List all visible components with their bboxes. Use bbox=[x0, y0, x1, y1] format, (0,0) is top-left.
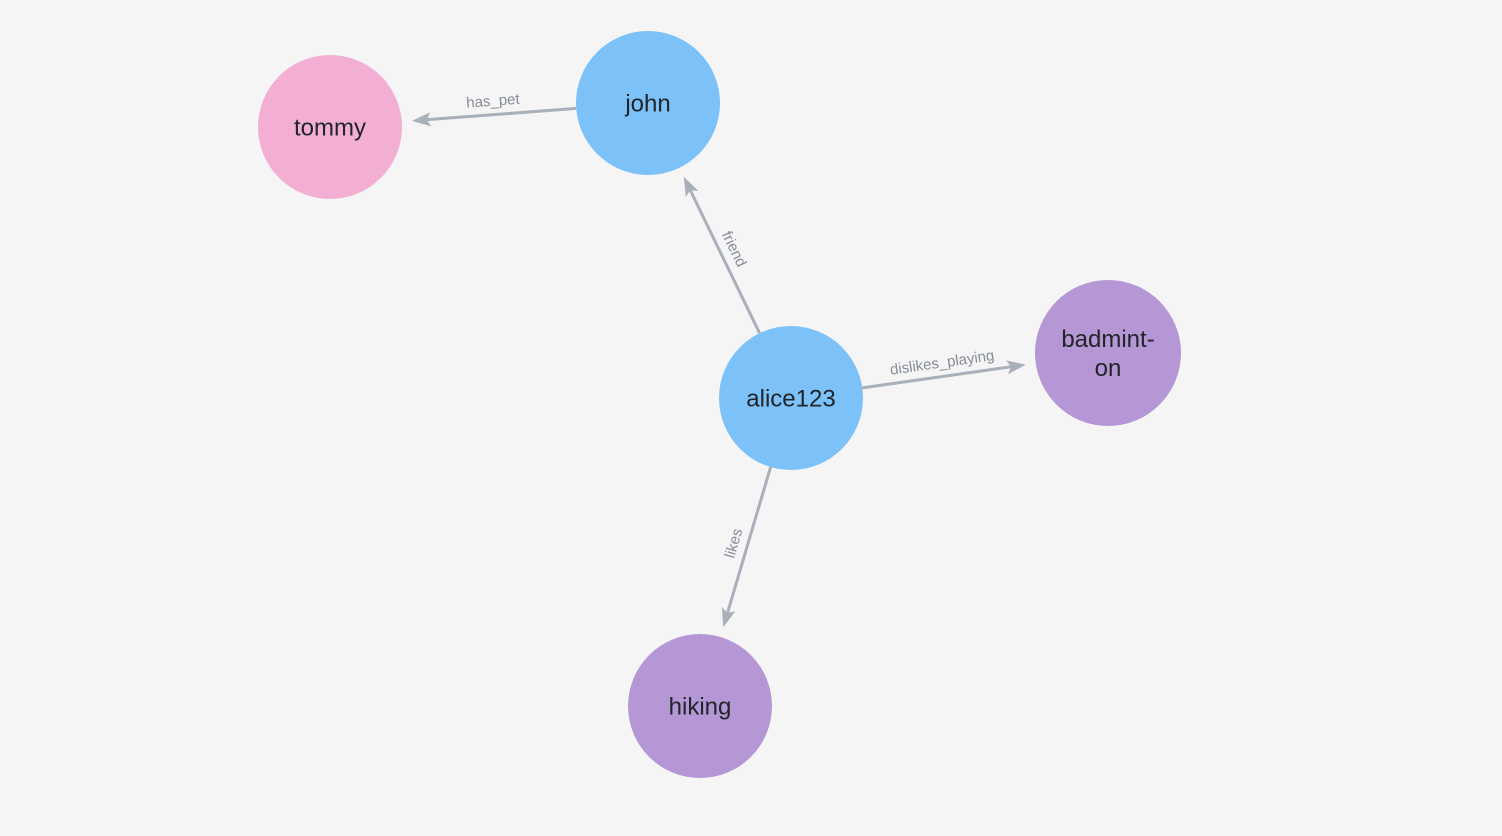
node-circle-hiking[interactable] bbox=[628, 634, 772, 778]
node-hiking[interactable]: hiking bbox=[628, 634, 772, 778]
node-circle-john[interactable] bbox=[576, 31, 720, 175]
edge-arrowhead-icon bbox=[411, 112, 432, 127]
edge-line[interactable] bbox=[425, 106, 577, 122]
node-john[interactable]: john bbox=[576, 31, 720, 175]
node-circle-alice123[interactable] bbox=[719, 326, 863, 470]
node-badminton[interactable]: badmint-on bbox=[1035, 280, 1181, 426]
node-circle-badminton[interactable] bbox=[1035, 280, 1181, 426]
node-alice123[interactable]: alice123 bbox=[719, 326, 863, 470]
edge-likes[interactable]: likes bbox=[717, 466, 773, 629]
edge-line[interactable] bbox=[725, 466, 773, 615]
edge-label: likes bbox=[722, 527, 747, 561]
edge-friend[interactable]: friend bbox=[677, 174, 761, 334]
node-tommy[interactable]: tommy bbox=[258, 55, 402, 199]
edge-arrowhead-icon bbox=[1006, 360, 1026, 375]
edge-label: dislikes_playing bbox=[889, 347, 995, 379]
node-label-tommy: tommy bbox=[294, 114, 366, 141]
node-label-hiking: hiking bbox=[669, 693, 732, 720]
node-label-badminton: badmint-on bbox=[1061, 326, 1154, 382]
edge-line[interactable] bbox=[688, 188, 761, 334]
edge-label: has_pet bbox=[466, 91, 521, 112]
edge-arrowhead-icon bbox=[683, 176, 699, 197]
edge-line[interactable] bbox=[862, 365, 1013, 390]
node-label-john: john bbox=[624, 90, 670, 117]
edge-arrowhead-icon bbox=[721, 607, 736, 628]
edge-has_pet[interactable]: has_pet bbox=[411, 91, 577, 128]
node-label-alice123: alice123 bbox=[746, 385, 835, 412]
edge-label: friend bbox=[718, 229, 750, 270]
edge-dislikes_playing[interactable]: dislikes_playing bbox=[862, 347, 1027, 390]
node-circle-tommy[interactable] bbox=[258, 55, 402, 199]
